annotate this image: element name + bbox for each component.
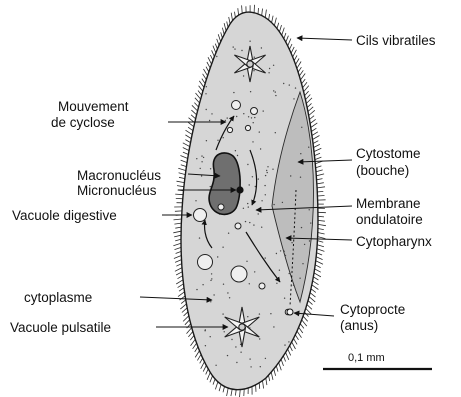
label-membrane-line2: ondulatoire (356, 212, 423, 227)
label-cytopharynx: Cytopharynx (356, 234, 432, 249)
leader-cils (297, 38, 352, 40)
label-mouvement-line1: Mouvement (58, 99, 129, 114)
label-membrane-line1: Membrane (356, 196, 421, 211)
label-vacuole-digestive: Vacuole digestive (12, 208, 117, 223)
macronucleus (209, 153, 240, 214)
label-mouvement-line2: de cyclose (51, 115, 115, 130)
micronucleus (236, 186, 243, 193)
label-cytoprocte-line2: (anus) (340, 318, 378, 333)
label-cils-vibratiles: Cils vibratiles (356, 33, 436, 48)
label-macronucleus: Macronucléus (77, 168, 161, 183)
scale-bar: 0,1 mm (323, 352, 432, 369)
vacuole-digestive (194, 209, 207, 222)
label-micronucleus: Micronucléus (77, 183, 157, 198)
label-cytoprocte-line1: Cytoprocte (340, 302, 405, 317)
label-cytoplasme: cytoplasme (24, 290, 92, 305)
label-cytostome-line2: (bouche) (356, 163, 409, 178)
cytoprocte (287, 309, 293, 315)
label-vacuole-pulsatile: Vacuole pulsatile (10, 320, 111, 335)
label-cytostome-line1: Cytostome (356, 146, 421, 161)
scale-bar-label: 0,1 mm (348, 352, 385, 364)
